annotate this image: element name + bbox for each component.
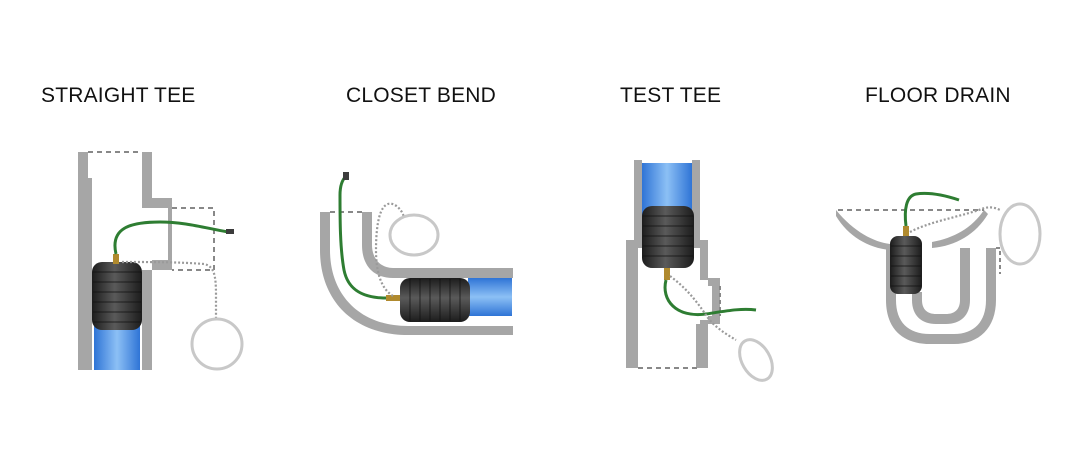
floor-drain-illustration (836, 191, 1042, 344)
test-tee-illustration (626, 160, 774, 382)
straight-tee-illustration (78, 151, 244, 371)
hose-valve (226, 229, 234, 234)
pipe-inner-wall (362, 212, 513, 278)
inflation-hose (903, 191, 960, 227)
test-plug (386, 278, 470, 322)
panel-closet-bend: CLOSET BEND (268, 0, 536, 469)
test-plug (92, 254, 142, 330)
diagram-title-test-tee: TEST TEE (620, 84, 722, 107)
panel-straight-tee: STRAIGHT TEE (0, 0, 268, 469)
pull-ring (190, 317, 244, 371)
test-plug (890, 226, 922, 294)
diagram-title-closet-bend: CLOSET BEND (346, 84, 497, 107)
pull-ring (388, 213, 440, 257)
chain (121, 260, 218, 320)
closet-bend-illustration (320, 172, 513, 335)
panel-test-tee: TEST TEE (536, 0, 804, 469)
pipe-walls (78, 152, 172, 370)
panel-floor-drain: FLOOR DRAIN (804, 0, 1073, 469)
pull-ring (998, 202, 1042, 266)
inflation-hose (113, 220, 229, 255)
dashed-outlet (996, 247, 1001, 274)
pipe-walls (626, 160, 720, 368)
drain-bowl-left (836, 210, 890, 250)
water (468, 278, 512, 316)
inflation-hose (338, 174, 387, 300)
test-plug (642, 206, 694, 280)
drain-bowl-right (932, 210, 988, 248)
diagram-title-straight-tee: STRAIGHT TEE (41, 84, 196, 107)
hose-valve (343, 172, 349, 180)
chain (909, 206, 1001, 233)
diagram-title-floor-drain: FLOOR DRAIN (865, 84, 1011, 107)
pull-ring (738, 338, 774, 382)
chain (669, 275, 737, 341)
p-trap-inner (912, 248, 970, 324)
dashed-branch (172, 207, 215, 271)
